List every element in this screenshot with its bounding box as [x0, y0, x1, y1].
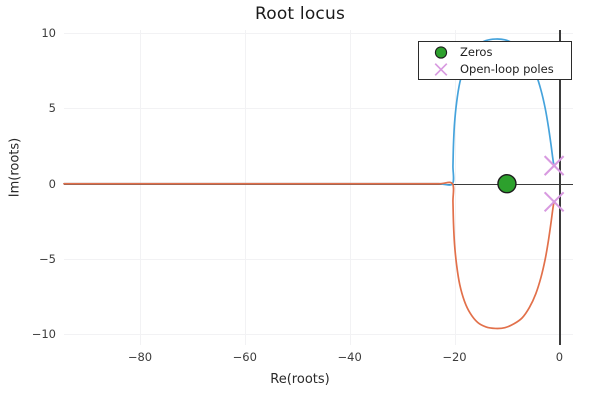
x-tick-label: −60: [232, 350, 257, 364]
legend: Zeros Open-loop poles: [418, 41, 572, 80]
zero-marker: [497, 174, 517, 194]
y-tick-label: −10: [31, 327, 56, 342]
locus-branch-branch-lower: [63, 181, 555, 330]
legend-label-zeros: Zeros: [460, 45, 493, 59]
gridline-vertical: [140, 30, 141, 345]
x-axis-tick-labels: −80 −60 −40 −20 0: [64, 350, 573, 368]
imaginary-axis-spine: [559, 30, 561, 345]
gridline-vertical: [244, 30, 246, 345]
y-axis-tick-labels: −10 −5 0 5 10: [12, 26, 56, 345]
x-tick-label: −80: [127, 350, 153, 364]
legend-item-zeros: Zeros: [419, 44, 571, 61]
open-loop-poles-cross-icon: [434, 63, 448, 76]
open-loop-pole-marker: [543, 155, 565, 176]
y-tick-label: 10: [41, 26, 56, 40]
gridline-vertical: [349, 30, 351, 345]
open-loop-pole-marker: [543, 191, 565, 213]
x-axis-label: Re(roots): [270, 372, 330, 387]
page-title: Root locus: [254, 4, 346, 24]
gridline-horizontal: [64, 33, 573, 34]
x-tick-label: −20: [442, 350, 467, 364]
legend-label-open-loop-poles: Open-loop poles: [460, 62, 554, 76]
legend-item-open-loop-poles: Open-loop poles: [419, 61, 571, 78]
gridline-horizontal: [64, 259, 573, 261]
gridline-vertical: [454, 30, 456, 345]
zeros-circle-icon: [434, 46, 448, 59]
x-tick-label: −40: [337, 350, 362, 364]
y-tick-label: 0: [48, 176, 56, 191]
y-tick-label: −5: [39, 252, 56, 267]
y-tick-label: 5: [48, 101, 56, 116]
gridline-horizontal: [64, 334, 573, 336]
x-tick-label: 0: [555, 350, 564, 364]
gridline-horizontal: [64, 108, 573, 110]
